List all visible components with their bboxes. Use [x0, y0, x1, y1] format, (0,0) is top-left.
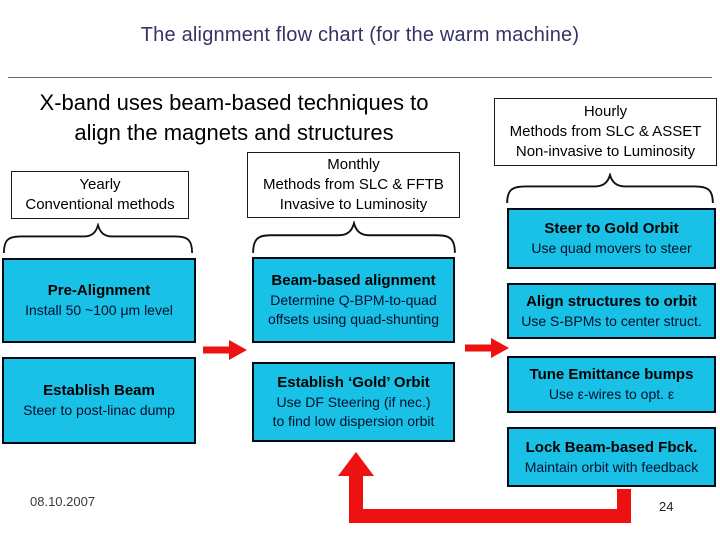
arrow-middle-to-right-icon	[465, 338, 509, 358]
cadence-line: Methods from SLC & FFTB	[263, 176, 444, 193]
step-title: Steer to Gold Orbit	[544, 220, 679, 237]
footer-date: 08.10.2007	[30, 494, 96, 509]
monthly-label-box: Monthly Methods from SLC & FFTB Invasive…	[247, 152, 460, 218]
step-title: Establish Beam	[43, 382, 155, 399]
step-establish-gold-orbit: Establish ‘Gold’ Orbit Use DF Steering (…	[252, 362, 455, 442]
feedback-arrow-segment	[617, 489, 631, 514]
step-title: Align structures to orbit	[526, 292, 697, 310]
step-tune-emittance-bumps: Tune Emittance bumps Use ε-wires to opt.…	[507, 356, 716, 413]
cadence-title: Monthly	[327, 156, 380, 173]
step-detail: to find low dispersion orbit	[272, 413, 435, 429]
brace-icon	[252, 221, 456, 253]
step-detail: Steer to post-linac dump	[23, 402, 175, 418]
step-steer-to-gold-orbit: Steer to Gold Orbit Use quad movers to s…	[507, 208, 716, 269]
arrow-left-to-middle-icon	[203, 340, 247, 360]
step-title: Pre-Alignment	[47, 282, 151, 299]
page-number: 24	[659, 499, 674, 514]
step-title: Lock Beam-based Fbck.	[525, 438, 698, 456]
headline-statement: X-band uses beam-based techniques to ali…	[8, 88, 460, 148]
step-beam-based-alignment: Beam-based alignment Determine Q-BPM-to-…	[252, 257, 455, 343]
step-detail: Use quad movers to steer	[531, 240, 692, 256]
step-detail: Maintain orbit with feedback	[524, 458, 699, 475]
step-detail: Use DF Steering (if nec.)	[276, 394, 431, 410]
page-title: The alignment flow chart (for the warm m…	[140, 24, 580, 46]
cadence-line: Invasive to Luminosity	[279, 196, 428, 213]
yearly-label-box: Yearly Conventional methods	[11, 171, 189, 219]
cadence-title: Hourly	[583, 103, 628, 120]
step-detail: offsets using quad-shunting	[268, 311, 439, 327]
cadence-title: Yearly	[79, 176, 121, 193]
cadence-line: Methods from SLC & ASSET	[509, 123, 702, 140]
brace-icon	[3, 223, 193, 253]
headline-line-1: X-band uses beam-based techniques to	[39, 90, 429, 115]
feedback-arrow-up-icon	[338, 452, 374, 476]
step-detail: Use ε-wires to opt. ε	[548, 386, 675, 402]
step-align-structures: Align structures to orbit Use S-BPMs to …	[507, 283, 716, 339]
hourly-label-box: Hourly Methods from SLC & ASSET Non-inva…	[494, 98, 717, 166]
step-detail: Use S-BPMs to center struct.	[521, 312, 702, 329]
step-title: Establish ‘Gold’ Orbit	[277, 374, 430, 391]
step-establish-beam: Establish Beam Steer to post-linac dump	[2, 357, 196, 444]
brace-icon	[506, 173, 714, 203]
step-title: Tune Emittance bumps	[529, 366, 694, 383]
step-pre-alignment: Pre-Alignment Install 50 ~100 μm level	[2, 258, 196, 343]
step-detail: Determine Q-BPM-to-quad	[270, 292, 437, 308]
cadence-line: Non-invasive to Luminosity	[515, 143, 696, 160]
headline-line-2: align the magnets and structures	[74, 120, 394, 145]
title-divider	[8, 77, 712, 78]
feedback-arrow-segment	[349, 474, 363, 514]
step-detail: Install 50 ~100 μm level	[25, 302, 173, 318]
step-lock-feedback: Lock Beam-based Fbck. Maintain orbit wit…	[507, 427, 716, 487]
cadence-line: Conventional methods	[25, 196, 175, 213]
feedback-arrow-segment	[349, 509, 631, 523]
step-title: Beam-based alignment	[271, 272, 436, 289]
